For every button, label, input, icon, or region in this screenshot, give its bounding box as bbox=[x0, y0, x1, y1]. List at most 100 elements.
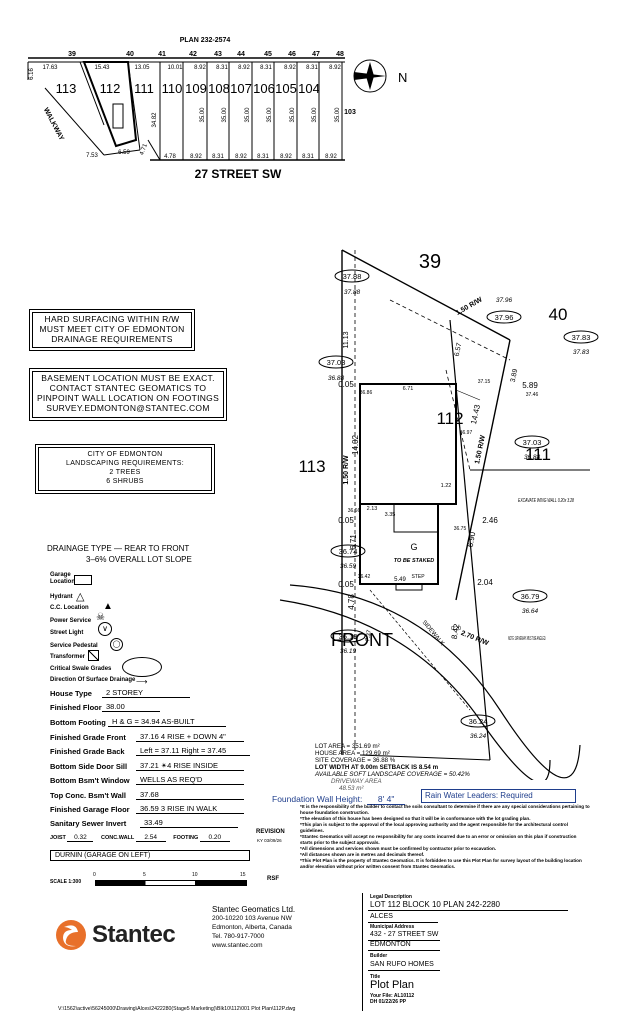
svg-text:5.89: 5.89 bbox=[522, 381, 538, 390]
svg-text:8.92: 8.92 bbox=[235, 154, 247, 160]
svg-text:112: 112 bbox=[100, 81, 121, 96]
svg-text:104: 104 bbox=[298, 81, 320, 96]
landscaping-note: CITY OF EDMONTON LANDSCAPING REQUIREMENT… bbox=[35, 444, 215, 494]
svg-text:13.05: 13.05 bbox=[134, 65, 150, 71]
transformer-icon bbox=[88, 650, 99, 661]
svg-text:6.59: 6.59 bbox=[118, 150, 130, 156]
legal-label: Legal Description bbox=[370, 894, 412, 900]
svg-text:36.88: 36.88 bbox=[328, 375, 345, 382]
svg-text:2.46: 2.46 bbox=[482, 516, 498, 525]
svg-text:37.96: 37.96 bbox=[496, 297, 513, 304]
svg-text:44: 44 bbox=[237, 51, 245, 58]
svg-text:110: 110 bbox=[162, 81, 183, 96]
svg-text:43: 43 bbox=[214, 51, 222, 58]
svg-text:2.70 R/W: 2.70 R/W bbox=[460, 630, 490, 648]
svg-text:0.05: 0.05 bbox=[338, 516, 354, 525]
svg-text:37.83: 37.83 bbox=[573, 349, 590, 356]
svg-text:109: 109 bbox=[185, 81, 207, 96]
svg-text:106: 106 bbox=[253, 81, 275, 96]
svg-text:112: 112 bbox=[436, 409, 463, 428]
builder-name: SAN RUFO HOMES bbox=[370, 961, 434, 968]
pedestal-icon: ◯ bbox=[110, 638, 123, 651]
svg-text:37.15: 37.15 bbox=[478, 379, 491, 385]
svg-text:36.19: 36.19 bbox=[340, 648, 357, 655]
svg-text:6.71: 6.71 bbox=[349, 534, 358, 550]
stantec-logo-icon bbox=[56, 920, 86, 950]
svg-text:14.02: 14.02 bbox=[351, 434, 360, 455]
svg-text:35.00: 35.00 bbox=[222, 107, 228, 123]
svg-text:10.01: 10.01 bbox=[167, 65, 183, 71]
scale-label: SCALE 1:300 bbox=[50, 879, 82, 885]
svg-text:108: 108 bbox=[208, 81, 230, 96]
svg-text:15.43: 15.43 bbox=[94, 65, 110, 71]
legend-pedestal: Service Pedestal bbox=[50, 643, 98, 649]
svg-text:39: 39 bbox=[419, 251, 441, 273]
svg-text:36.42: 36.42 bbox=[358, 574, 371, 580]
plot-plan-drawing: 39 40 112 113 111 G TO BE STAKED STEP 1.… bbox=[279, 249, 599, 780]
scale-bar bbox=[95, 880, 247, 886]
svg-text:8.92: 8.92 bbox=[194, 65, 206, 71]
walkway-label: WALKWAY bbox=[42, 107, 65, 142]
svg-text:6.57: 6.57 bbox=[454, 342, 464, 357]
svg-text:8.31: 8.31 bbox=[257, 154, 269, 160]
svg-text:6.16: 6.16 bbox=[29, 68, 35, 80]
svg-text:107: 107 bbox=[230, 81, 252, 96]
legal-description: LOT 112 BLOCK 10 PLAN 242-2280 bbox=[370, 900, 501, 909]
svg-text:42: 42 bbox=[189, 51, 197, 58]
svg-text:37.88: 37.88 bbox=[343, 272, 362, 281]
svg-text:41: 41 bbox=[158, 51, 166, 58]
svg-text:36.24: 36.24 bbox=[470, 733, 487, 740]
rsf-label: RSF bbox=[267, 876, 279, 882]
svg-text:14.43: 14.43 bbox=[469, 403, 482, 425]
hard-surfacing-note: HARD SURFACING WITHIN R/W MUST MEET CITY… bbox=[29, 309, 195, 351]
svg-text:SIDEWALK: SIDEWALK bbox=[421, 620, 445, 647]
plan-date: DH 01/22/26 PP bbox=[370, 999, 407, 1005]
svg-text:4.78: 4.78 bbox=[347, 594, 356, 610]
svg-text:36.97: 36.97 bbox=[460, 430, 473, 436]
address-line1: 432 - 27 STREET SW bbox=[370, 931, 439, 938]
revision-value: KY 03/09/26 bbox=[257, 838, 282, 843]
file-path: V:\1562\active\56245000\Drawing\Alces\24… bbox=[58, 1006, 296, 1012]
svg-text:36.75: 36.75 bbox=[454, 526, 467, 532]
elev-37-88: 37.88 37.88 bbox=[334, 269, 370, 296]
title-label: Title bbox=[370, 974, 381, 980]
swale-icon bbox=[122, 657, 162, 677]
disclaimers: *It is the responsibility of the builder… bbox=[300, 804, 590, 869]
svg-text:37.03: 37.03 bbox=[327, 358, 346, 367]
svg-text:2.13: 2.13 bbox=[367, 506, 378, 512]
svg-text:35.00: 35.00 bbox=[335, 107, 341, 123]
file-number: Your File: AL10112 bbox=[370, 993, 415, 999]
svg-text:2.04: 2.04 bbox=[477, 578, 493, 587]
revision-label: REVISION bbox=[256, 829, 285, 835]
svg-text:8.31: 8.31 bbox=[302, 154, 314, 160]
legend-transformer: Transformer bbox=[50, 654, 86, 660]
hydrant-icon: △ bbox=[76, 591, 85, 603]
elev-37-03-left: 37.03 36.88 bbox=[318, 355, 354, 382]
svg-text:105: 105 bbox=[275, 81, 297, 96]
svg-text:4.71: 4.71 bbox=[139, 143, 149, 157]
svg-text:8.92: 8.92 bbox=[238, 65, 250, 71]
svg-text:36.66: 36.66 bbox=[348, 508, 361, 514]
svg-text:111: 111 bbox=[134, 81, 154, 96]
svg-text:1.50 R/W: 1.50 R/W bbox=[343, 455, 350, 485]
svg-text:8.92: 8.92 bbox=[284, 65, 296, 71]
svg-text:37.88: 37.88 bbox=[344, 289, 361, 296]
svg-text:35.00: 35.00 bbox=[312, 107, 318, 123]
svg-text:11.13: 11.13 bbox=[343, 331, 350, 348]
svg-text:48: 48 bbox=[336, 51, 344, 58]
svg-text:45: 45 bbox=[264, 51, 272, 58]
svg-text:0.20: 0.20 bbox=[451, 626, 461, 632]
street-label: 27 STREET SW bbox=[195, 167, 282, 181]
drainage-subtitle: 3–6% OVERALL LOT SLOPE bbox=[86, 555, 192, 564]
foundation-height: Foundation Wall Height: 8' 4" bbox=[272, 794, 406, 805]
svg-text:8.92: 8.92 bbox=[325, 154, 337, 160]
